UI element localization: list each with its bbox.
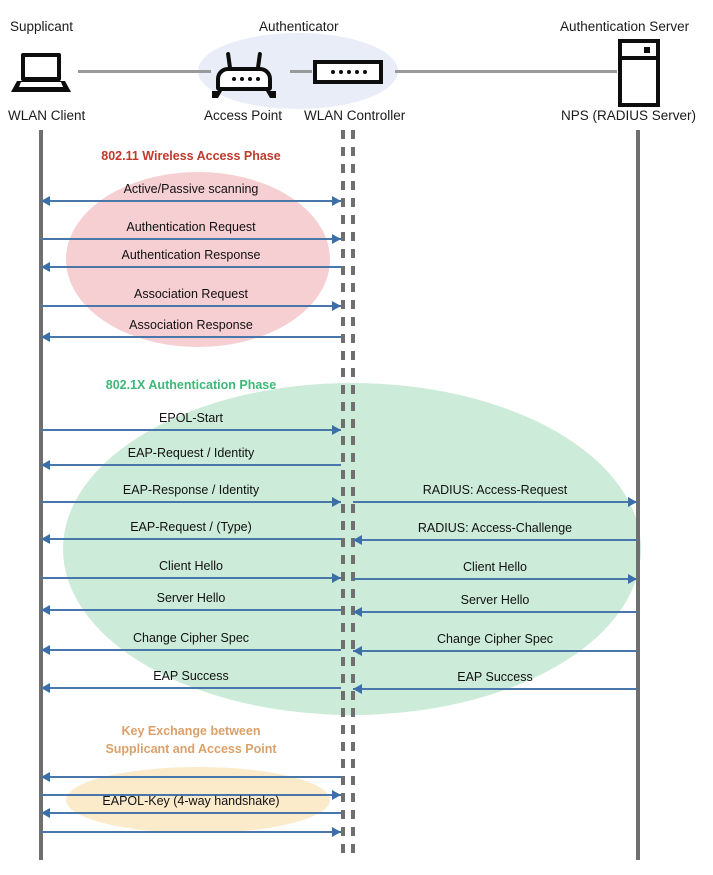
message-right-label: Client Hello xyxy=(463,560,527,574)
phase-keyexchange-ellipse xyxy=(66,767,330,833)
message-right-line xyxy=(353,688,637,690)
message-right-arrowhead-left xyxy=(353,535,362,545)
message-left-line xyxy=(41,831,341,833)
message-left-label: Association Request xyxy=(134,287,248,301)
message-left-line xyxy=(41,812,341,814)
phase-label-80211: 802.11 Wireless Access Phase xyxy=(101,149,281,163)
message-left-label: EAP Success xyxy=(153,669,229,683)
actor-role-auth-server: Authentication Server xyxy=(560,19,690,34)
actor-device-wlan-controller: WLAN Controller xyxy=(304,108,406,123)
wire-ap-to-controller xyxy=(290,70,312,73)
message-left-label: Active/Passive scanning xyxy=(123,182,259,196)
message-left-arrowhead-right xyxy=(332,301,341,311)
message-left-line xyxy=(41,336,341,338)
actor-device-access-point: Access Point xyxy=(204,108,283,123)
laptop-icon xyxy=(11,53,71,93)
message-left-arrowhead-right xyxy=(332,573,341,583)
message-left-arrowhead-right xyxy=(332,234,341,244)
phase-label-8021x: 802.1X Authentication Phase xyxy=(105,378,277,392)
message-left-arrowhead-left xyxy=(41,534,50,544)
message-left-arrowhead-left xyxy=(41,808,50,818)
access-point-icon xyxy=(210,50,282,100)
message-left-label: Client Hello xyxy=(159,559,223,573)
message-left-line xyxy=(41,266,341,268)
message-right-arrowhead-right xyxy=(628,497,637,507)
message-right-label: RADIUS: Access-Challenge xyxy=(417,521,573,535)
message-left-line xyxy=(41,200,341,202)
server-icon xyxy=(618,39,660,107)
message-left-label: EPOL-Start xyxy=(159,411,223,425)
message-left-label: Authentication Request xyxy=(126,220,256,234)
phase-label-keyexchange-line1: Key Exchange between xyxy=(121,724,261,738)
message-right-arrowhead-left xyxy=(353,684,362,694)
message-left-label: Server Hello xyxy=(156,591,226,605)
message-left-arrowhead-right xyxy=(332,196,341,206)
message-left-arrowhead-left xyxy=(41,332,50,342)
phase-label-keyexchange: Key Exchange between Supplicant and Acce… xyxy=(41,722,341,758)
message-left-arrowhead-right xyxy=(332,827,341,837)
message-left-line xyxy=(41,464,341,466)
message-left-line xyxy=(41,794,341,796)
lifeline-supplicant xyxy=(39,130,43,860)
message-left-label: Change Cipher Spec xyxy=(132,631,250,645)
message-left-label: EAP-Response / Identity xyxy=(122,483,260,497)
message-left-arrowhead-left xyxy=(41,262,50,272)
message-left-arrowhead-left xyxy=(41,645,50,655)
message-left-label: EAPOL-Key (4-way handshake) xyxy=(102,794,280,808)
message-left-line xyxy=(41,776,341,778)
message-left-arrowhead-right xyxy=(332,497,341,507)
message-right-line xyxy=(353,501,637,503)
message-left-arrowhead-right xyxy=(332,425,341,435)
message-right-line xyxy=(353,650,637,652)
message-left-line xyxy=(41,429,341,431)
message-left-line xyxy=(41,538,341,540)
message-right-label: Server Hello xyxy=(460,593,530,607)
message-left-arrowhead-left xyxy=(41,772,50,782)
message-left-label: Association Response xyxy=(129,318,253,332)
message-left-line xyxy=(41,687,341,689)
message-right-label: RADIUS: Access-Request xyxy=(422,483,568,497)
wire-client-to-ap xyxy=(78,70,211,73)
lifeline-wlan-controller xyxy=(351,130,355,860)
message-right-line xyxy=(353,578,637,580)
message-right-arrowhead-left xyxy=(353,646,362,656)
lifeline-access-point xyxy=(341,130,345,860)
message-left-label: EAP-Request / Identity xyxy=(127,446,255,460)
actor-role-authenticator: Authenticator xyxy=(259,19,339,34)
message-right-arrowhead-left xyxy=(353,607,362,617)
message-left-line xyxy=(41,238,341,240)
message-right-label: EAP Success xyxy=(457,670,533,684)
phase-label-keyexchange-line2: Supplicant and Access Point xyxy=(105,742,277,756)
message-left-arrowhead-right xyxy=(332,790,341,800)
actor-device-nps-radius: NPS (RADIUS Server) xyxy=(561,108,697,123)
message-left-line xyxy=(41,609,341,611)
message-right-arrowhead-right xyxy=(628,574,637,584)
message-left-arrowhead-left xyxy=(41,605,50,615)
wlan-controller-icon xyxy=(313,60,383,84)
message-right-label: Change Cipher Spec xyxy=(436,632,554,646)
message-left-arrowhead-left xyxy=(41,683,50,693)
message-left-label: Authentication Response xyxy=(121,248,261,262)
message-right-line xyxy=(353,539,637,541)
lifeline-auth-server xyxy=(636,130,640,860)
message-left-arrowhead-left xyxy=(41,196,50,206)
message-left-line xyxy=(41,501,341,503)
message-left-line xyxy=(41,577,341,579)
message-left-label: EAP-Request / (Type) xyxy=(130,520,252,534)
actor-role-supplicant: Supplicant xyxy=(10,19,74,34)
message-left-line xyxy=(41,305,341,307)
message-left-line xyxy=(41,649,341,651)
wire-controller-to-server xyxy=(395,70,617,73)
message-right-line xyxy=(353,611,637,613)
message-left-arrowhead-left xyxy=(41,460,50,470)
actor-device-wlan-client: WLAN Client xyxy=(8,108,86,123)
